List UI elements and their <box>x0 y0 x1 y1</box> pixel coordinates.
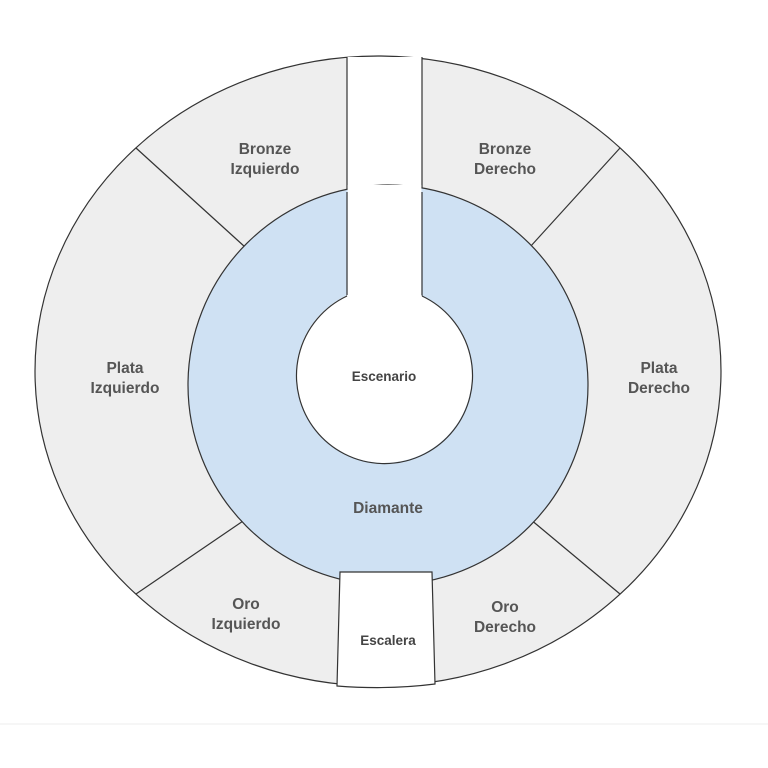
label-plata-derecho-line2: Derecho <box>628 380 690 397</box>
label-oro-derecho-line1: Oro <box>491 599 519 616</box>
stage-outline <box>295 295 474 465</box>
section-escalera[interactable] <box>336 571 436 689</box>
divider-plata-oro-right <box>529 518 621 595</box>
divider-plata-oro-left <box>135 518 247 595</box>
stage-circle <box>296 287 472 463</box>
label-oro-izquierdo-line2: Izquierdo <box>212 616 281 633</box>
divider-bronze-plata-left <box>135 147 246 248</box>
label-oro-izquierdo-line1: Oro <box>232 596 260 613</box>
label-bronze-derecho-line1: Bronze <box>479 141 532 158</box>
label-plata-izquierdo-line2: Izquierdo <box>91 380 160 397</box>
label-plata-derecho-line1: Plata <box>640 360 677 377</box>
label-plata-izquierdo-line1: Plata <box>106 360 143 377</box>
label-bronze-derecho-line2: Derecho <box>474 161 536 178</box>
label-bronze-izquierdo-line2: Izquierdo <box>231 161 300 178</box>
label-escenario: Escenario <box>352 369 417 384</box>
label-oro-derecho-line2: Derecho <box>474 619 536 636</box>
label-diamante: Diamante <box>353 500 423 517</box>
label-bronze-izquierdo-line1: Bronze <box>239 141 292 158</box>
label-escalera: Escalera <box>360 633 416 648</box>
divider-bronze-plata-right <box>529 147 621 248</box>
